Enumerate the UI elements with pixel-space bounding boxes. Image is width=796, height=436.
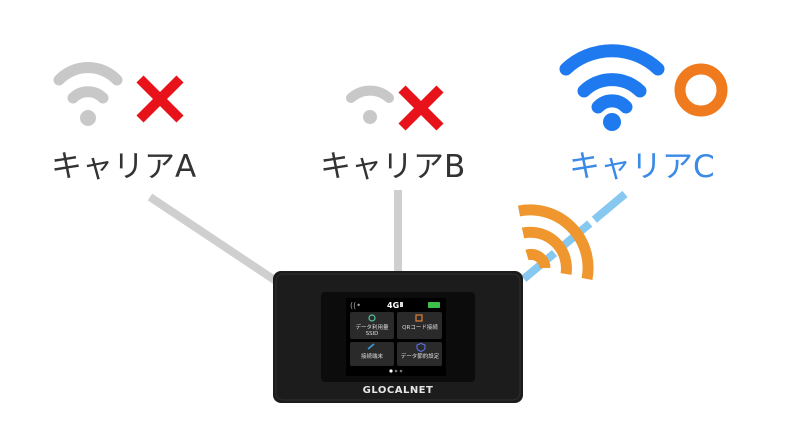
wifi-dot-carrier-b — [363, 110, 377, 124]
qr-icon — [415, 314, 423, 322]
link-icon — [367, 343, 375, 350]
page-indicator — [389, 369, 403, 373]
menu-tile-qr[interactable] — [397, 312, 442, 339]
screen-status-bar: ((• 4G — [350, 301, 440, 310]
broadcast-icon — [517, 204, 594, 281]
link-line-carrier-a — [147, 193, 285, 289]
cross-icon-carrier-b — [398, 85, 444, 131]
carrier-label-c: キャリアC — [569, 149, 715, 185]
menu-tile-data-saver-label: データ節約設定 — [401, 352, 440, 360]
wifi-strong-icon-carrier-c — [559, 44, 665, 114]
carrier-label-a: キャリアA — [51, 149, 197, 185]
wifi-weak-icon-carrier-a — [53, 62, 123, 104]
brand-logo: GLOCALNET — [363, 385, 434, 396]
circle-ok-icon-carrier-c — [674, 63, 728, 117]
menu-tile-data-saver[interactable] — [397, 342, 442, 366]
shield-icon — [416, 342, 426, 353]
link-line-carrier-c — [517, 190, 628, 286]
menu-tile-devices[interactable] — [350, 342, 394, 366]
menu-tile-data-usage[interactable] — [350, 312, 394, 339]
droplet-icon — [368, 314, 376, 322]
wifi-dot-carrier-a — [80, 110, 96, 126]
svg-text:((•: ((• — [350, 301, 361, 310]
cross-icon-carrier-a — [136, 75, 184, 123]
menu-tile-data-usage-label: データ利用量 — [355, 323, 389, 331]
menu-tile-ssid-label: SSID — [366, 331, 379, 337]
battery-icon — [428, 302, 440, 308]
menu-tile-devices-label: 接続端末 — [361, 352, 384, 360]
mobile-router: ((• 4G データ利用量 SSID QRコード接続 接続端末 データ節約設定 … — [273, 271, 523, 403]
wifi-dot-carrier-c — [603, 113, 621, 131]
menu-tile-qr-label: QRコード接続 — [402, 323, 438, 331]
network-indicator: 4G — [387, 301, 399, 310]
carrier-label-b: キャリアB — [320, 149, 466, 185]
wifi-weak-icon-carrier-b — [346, 85, 394, 103]
